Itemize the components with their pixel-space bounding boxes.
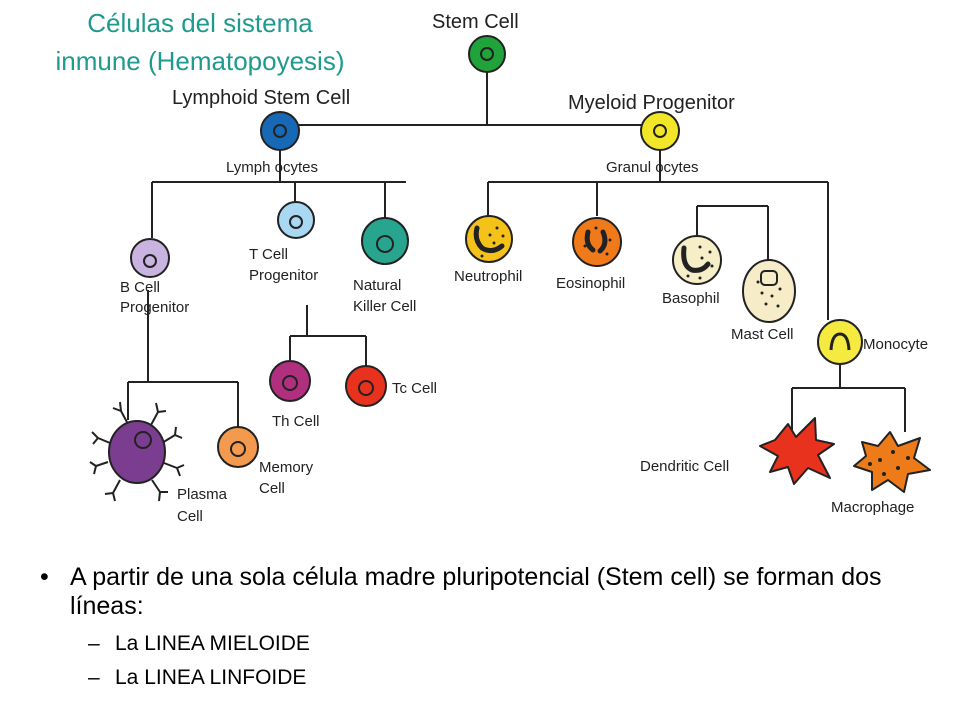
label-memory-line2: Cell bbox=[259, 480, 285, 497]
myeloid-progenitor-cell bbox=[640, 111, 680, 151]
bullet-main: A partir de una sola célula madre plurip… bbox=[40, 563, 950, 621]
bullet-list: A partir de una sola célula madre plurip… bbox=[40, 563, 950, 695]
label-eosinophil: Eosinophil bbox=[556, 275, 625, 292]
b-cell-progenitor bbox=[130, 238, 170, 278]
label-t-cell-line2: Progenitor bbox=[249, 267, 318, 284]
memory-cell bbox=[217, 426, 259, 468]
cell-labels: Stem Cell Lymphoid Stem Cell Myeloid Pro… bbox=[120, 11, 928, 525]
dendritic-cell bbox=[759, 417, 835, 485]
label-memory-line1: Memory bbox=[259, 459, 314, 476]
title-line-2: inmune (Hematopoyesis) bbox=[55, 46, 345, 76]
title-line-1: Células del sistema bbox=[87, 8, 313, 38]
monocyte-cell bbox=[817, 319, 863, 365]
hematopoiesis-diagram: Stem Cell Lymphoid Stem Cell Myeloid Pro… bbox=[89, 11, 931, 525]
macrophage-cell bbox=[853, 431, 931, 493]
label-macrophage: Macrophage bbox=[831, 499, 914, 516]
basophil-cell bbox=[672, 235, 722, 285]
label-monocyte: Monocyte bbox=[863, 336, 928, 353]
eosinophil-cell bbox=[572, 217, 622, 267]
bullet-sub-myeloid: La LINEA MIELOIDE bbox=[40, 627, 950, 661]
connector-lines bbox=[127, 72, 906, 432]
label-nk-line2: Killer Cell bbox=[353, 298, 416, 315]
label-plasma-line1: Plasma bbox=[177, 486, 228, 503]
label-lymphoid-stem-cell: Lymphoid Stem Cell bbox=[172, 87, 350, 109]
label-t-cell-line1: T Cell bbox=[249, 246, 288, 263]
th-cell bbox=[269, 360, 311, 402]
mast-cell bbox=[742, 259, 796, 323]
page-title: Células del sistema inmune (Hematopoyesi… bbox=[0, 4, 400, 80]
label-stem-cell: Stem Cell bbox=[432, 11, 519, 33]
label-lymphocytes: Lymph ocytes bbox=[226, 159, 318, 176]
label-tc-cell: Tc Cell bbox=[392, 380, 437, 397]
label-th-cell: Th Cell bbox=[272, 413, 320, 430]
label-b-cell-line1: B Cell bbox=[120, 279, 160, 296]
t-cell-progenitor bbox=[277, 201, 315, 239]
label-b-cell-line2: Progenitor bbox=[120, 299, 189, 316]
natural-killer-cell bbox=[361, 217, 409, 265]
label-neutrophil: Neutrophil bbox=[454, 268, 522, 285]
label-myeloid-progenitor: Myeloid Progenitor bbox=[568, 92, 735, 114]
label-dendritic-cell: Dendritic Cell bbox=[640, 458, 729, 475]
label-nk-line1: Natural bbox=[353, 277, 401, 294]
bullet-sub-lymphoid: La LINEA LINFOIDE bbox=[40, 661, 950, 695]
tc-cell bbox=[345, 365, 387, 407]
stem-cell bbox=[468, 35, 506, 73]
label-mast-cell: Mast Cell bbox=[731, 326, 794, 343]
label-granulocytes: Granul ocytes bbox=[606, 159, 699, 176]
plasma-cell bbox=[89, 401, 185, 502]
lymphoid-stem-cell bbox=[260, 111, 300, 151]
neutrophil-cell bbox=[465, 215, 513, 263]
label-basophil: Basophil bbox=[662, 290, 720, 307]
label-plasma-line2: Cell bbox=[177, 508, 203, 525]
